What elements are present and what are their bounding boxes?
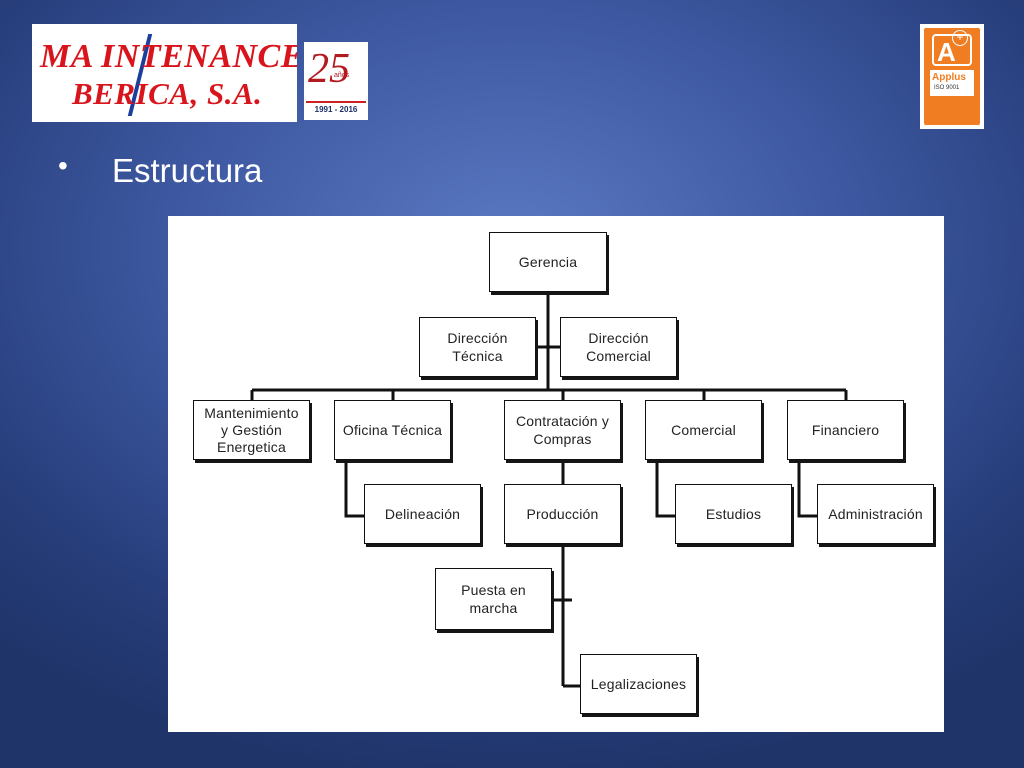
- anniversary-years: 1991 - 2016: [314, 105, 358, 114]
- node-delineacion: Delineación: [364, 484, 481, 544]
- node-administracion: Administración: [817, 484, 934, 544]
- node-direccion-comercial: Dirección Comercial: [560, 317, 677, 377]
- node-oficina-tecnica: Oficina Técnica: [334, 400, 451, 460]
- logo-wordmark-line2: BERICA, S.A.: [72, 76, 263, 111]
- connector-comercial-estudios: [655, 461, 675, 518]
- applus-brand: Applus: [932, 72, 966, 83]
- applus-label-box: Applus ISO 9001: [930, 70, 974, 96]
- anniversary-divider: [306, 101, 366, 103]
- applus-iso: ISO 9001: [934, 85, 960, 91]
- node-contratacion: Contratación y Compras: [504, 400, 621, 460]
- anniversary-anos: años: [334, 72, 350, 79]
- anniversary-number: 25: [308, 46, 350, 92]
- slide-title: Estructura: [112, 152, 263, 189]
- node-comercial: Comercial: [645, 400, 762, 460]
- node-estudios: Estudios: [675, 484, 792, 544]
- logo-wordmark-line1: MA INTENANCE: [40, 38, 297, 75]
- applus-plus-icon: +: [952, 30, 968, 46]
- applus-certification-logo: A + Applus ISO 9001: [920, 24, 984, 129]
- bullet-icon: •: [58, 150, 68, 181]
- connector-oficina-delineacion: [344, 461, 364, 518]
- node-mantenimiento: Mantenimiento y Gestión Energetica: [193, 400, 310, 460]
- node-puesta-en-marcha: Puesta en marcha: [435, 568, 552, 630]
- applus-frame: A + Applus ISO 9001: [924, 28, 980, 125]
- node-direccion-tecnica: Dirección Técnica: [419, 317, 536, 377]
- org-chart-panel: Gerencia Dirección Técnica Dirección Com…: [168, 216, 944, 732]
- node-gerencia: Gerencia: [489, 232, 607, 292]
- node-financiero: Financiero: [787, 400, 904, 460]
- org-chart-connectors: [250, 294, 848, 688]
- anniversary-logo: 25 años 1991 - 2016: [304, 42, 368, 120]
- connector-financiero-administracion: [797, 461, 817, 518]
- maintenance-iberica-logo: MA INTENANCE BERICA, S.A.: [32, 24, 297, 122]
- node-legalizaciones: Legalizaciones: [580, 654, 697, 714]
- node-produccion: Producción: [504, 484, 621, 544]
